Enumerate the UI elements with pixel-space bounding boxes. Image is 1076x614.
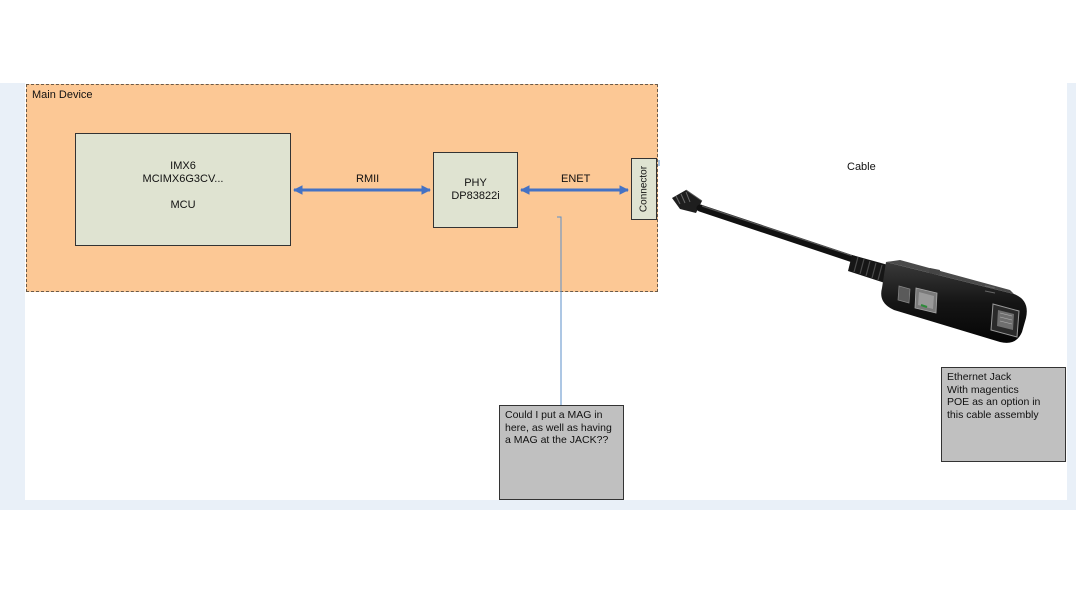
phy-line-2: DP83822i	[451, 190, 500, 202]
note-line: With magentics	[947, 383, 1019, 396]
note-line: this cable assembly	[947, 408, 1039, 421]
note-line: POE as an option in	[947, 396, 1041, 408]
main-device-label: Main Device	[32, 89, 93, 101]
ethernet-jack-note[interactable]: Ethernet Jack With magentics POE as an o…	[941, 367, 1066, 462]
connector-block[interactable]: Connector	[631, 158, 657, 220]
note-line: Ethernet Jack	[947, 371, 1012, 383]
enet-label: ENET	[561, 173, 591, 185]
mag-question-note[interactable]: Could I put a MAG in here, as well as ha…	[499, 405, 624, 500]
mcu-line-2: MCIMX6G3CV...	[142, 173, 224, 185]
mcu-line-1: IMX6	[170, 160, 196, 172]
cable-assembly-image	[672, 189, 1027, 343]
note-line: a MAG at the JACK??	[505, 434, 609, 446]
mag-callout-line	[557, 216, 562, 405]
note-line: here, as well as having	[505, 421, 612, 434]
rmii-label: RMII	[356, 173, 380, 185]
phy-block[interactable]: PHY DP83822i	[433, 152, 518, 228]
mcu-line-3: MCU	[170, 199, 196, 211]
cable-label: Cable	[847, 161, 876, 173]
phy-line-1: PHY	[464, 177, 487, 189]
note-line: Could I put a MAG in	[505, 409, 603, 421]
mcu-block[interactable]: IMX6 MCIMX6G3CV... MCU	[75, 133, 291, 246]
